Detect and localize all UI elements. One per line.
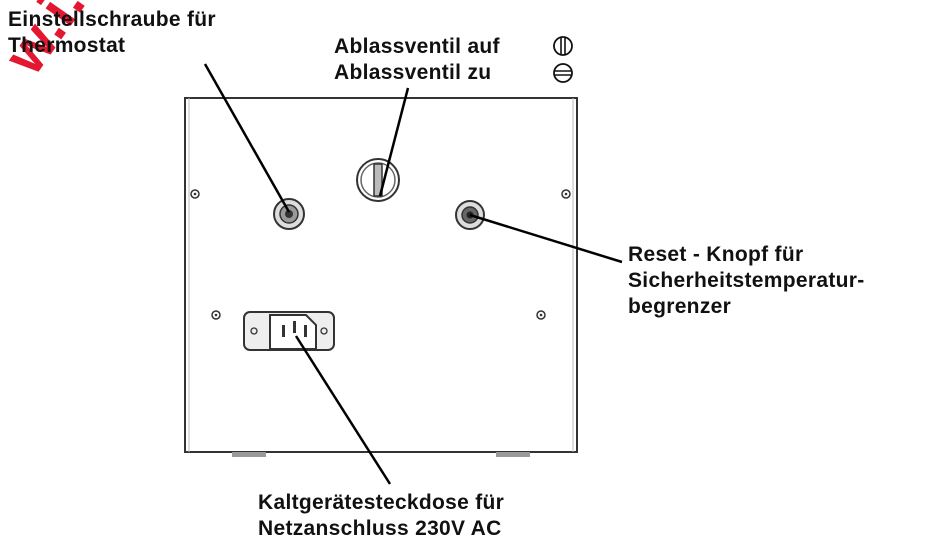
leader-line-socket xyxy=(294,335,392,485)
rear-panel xyxy=(184,97,578,457)
leader-line-thermostat xyxy=(203,63,291,213)
label-thermostat-screw: Einstellschraube für Thermostat xyxy=(8,8,216,57)
valve-open-icon xyxy=(553,36,573,56)
label-power-socket: Kaltgerätesteckdose für Netzanschluss 23… xyxy=(258,491,505,540)
label-drain-valve: Ablassventil auf Ablassventil zu xyxy=(334,35,500,84)
power-inlet-socket xyxy=(243,311,335,351)
panel-screw xyxy=(561,189,571,199)
label-reset-button: Reset - Knopf für Sicherheitstemperatur-… xyxy=(628,243,865,318)
valve-closed-icon xyxy=(553,63,573,83)
panel-screw xyxy=(211,310,221,320)
panel-screw xyxy=(536,310,546,320)
thermostat-adjust-screw xyxy=(273,198,305,230)
drain-valve xyxy=(356,158,400,202)
leader-line-reset xyxy=(469,213,623,264)
leader-line-drain-valve xyxy=(378,87,410,197)
valve-symbols xyxy=(553,36,573,83)
panel-screw xyxy=(190,189,200,199)
